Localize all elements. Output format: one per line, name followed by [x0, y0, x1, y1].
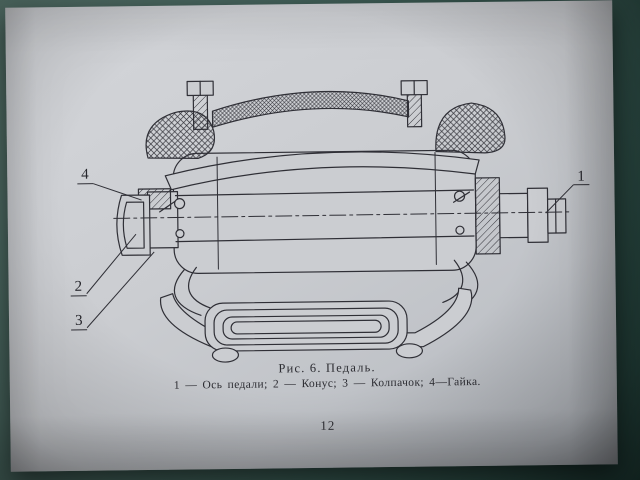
- bottom-foot-right: [395, 343, 424, 359]
- leader-lines: [70, 183, 590, 331]
- axis-centerline: [113, 211, 573, 219]
- top-plate: [164, 151, 480, 191]
- leader-line-4: [93, 183, 142, 201]
- part-label-2: 2: [75, 279, 83, 295]
- internal-lines: [174, 151, 475, 270]
- right-bolt: [400, 79, 428, 128]
- bottom-foot-left: [211, 347, 240, 363]
- bearing-balls: [173, 190, 471, 239]
- part-labels: 1 4 2 3: [75, 167, 585, 329]
- book-page: 1 4 2 3 Рис. 6. Педаль. 1 — Ось педали; …: [5, 0, 618, 472]
- pedal-cross-section-figure: 1 4 2 3: [70, 79, 590, 363]
- leader-line-2: [86, 233, 137, 295]
- dust-cap: [116, 194, 151, 256]
- pedal-axle: [474, 177, 567, 255]
- leader-line-1: [545, 184, 574, 214]
- part-label-3: 3: [75, 313, 83, 329]
- top-right-cap: [435, 102, 506, 154]
- left-bolt: [186, 80, 214, 131]
- part-label-1: 1: [577, 169, 585, 185]
- bottom-rubber-block: [204, 300, 408, 352]
- top-tread: [211, 90, 410, 128]
- pedal-drawing: [113, 79, 573, 363]
- part-label-4: 4: [81, 167, 89, 183]
- leader-line-3: [86, 251, 155, 329]
